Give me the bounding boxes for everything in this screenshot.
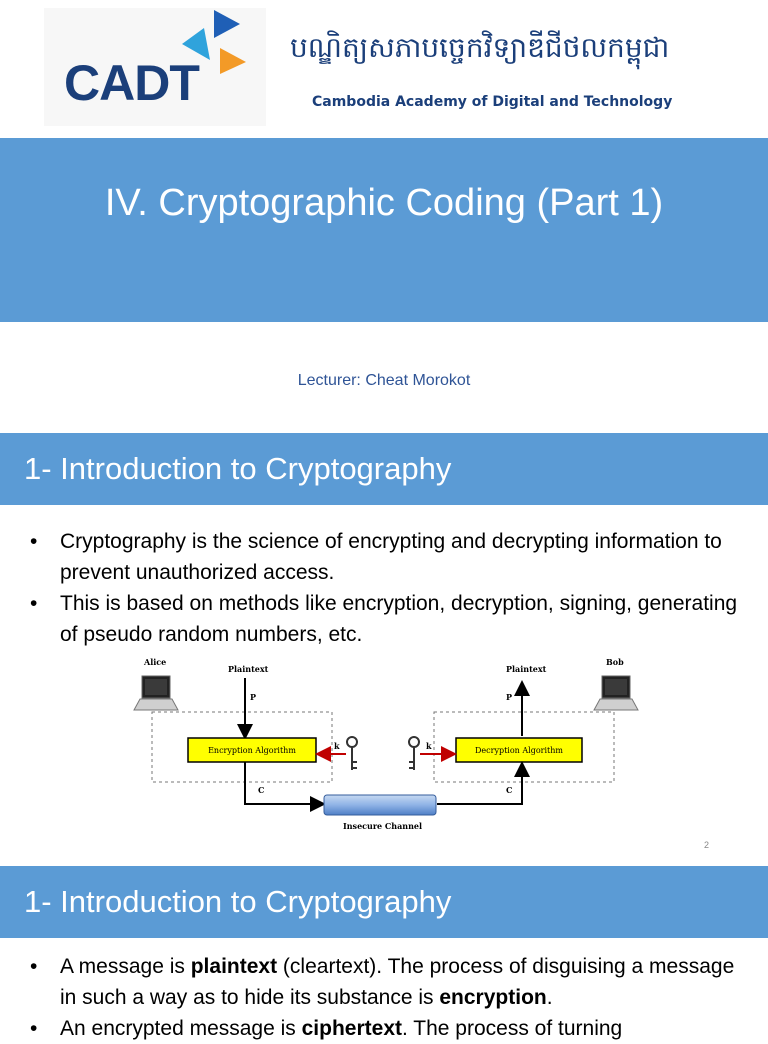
- encryption-label: Encryption Algorithm: [208, 746, 296, 755]
- ciphertext-in-arrow: [437, 761, 530, 805]
- decryption-algorithm-box: [455, 737, 583, 763]
- plaintext-left-label: Plaintext: [228, 664, 269, 674]
- term-ciphertext: ciphertext: [301, 1017, 402, 1040]
- institution-english-name: Cambodia Academy of Digital and Technolo…: [312, 94, 673, 110]
- bullet-list: Cryptography is the science of encryptin…: [28, 526, 748, 650]
- c-left-label: C: [258, 785, 264, 795]
- p-right-label: P: [506, 692, 512, 702]
- term-plaintext: plaintext: [190, 955, 278, 978]
- bullet-list: A message is plaintext (cleartext). The …: [28, 951, 748, 1044]
- alice-computer-icon: [133, 675, 179, 711]
- list-item: Cryptography is the science of encryptin…: [28, 526, 748, 588]
- key-left-icon: [346, 736, 358, 770]
- institution-khmer-name: បណ្ឌិត្យសភាបច្ចេកវិទ្យាឌីជីថលកម្ពុជា: [290, 31, 670, 64]
- ciphertext-out-arrow: [244, 762, 326, 812]
- plaintext-right-label: Plaintext: [506, 664, 547, 674]
- c-right-label: C: [506, 785, 512, 795]
- bob-boundary: [433, 711, 615, 783]
- channel-label: Insecure Channel: [343, 821, 422, 831]
- section-header: 1- Introduction to Cryptography: [0, 866, 768, 938]
- section-title: 1- Introduction to Cryptography: [24, 884, 452, 919]
- k-left-label: k: [334, 741, 340, 751]
- logo-text: CADT: [64, 55, 200, 111]
- bob-computer-icon: [593, 675, 639, 711]
- section-header: 1- Introduction to Cryptography: [0, 433, 768, 505]
- encryption-algorithm-box: [187, 737, 317, 763]
- decryption-label: Decryption Algorithm: [475, 746, 563, 755]
- term-encryption: encryption: [439, 986, 547, 1009]
- alice-label: Alice: [143, 657, 166, 667]
- slide-title: IV. Cryptographic Coding (Part 1): [104, 182, 664, 224]
- crypto-diagram: Alice Bob Plaintext Plaintext P P Encryp…: [133, 657, 639, 831]
- insecure-channel-pipe: [323, 794, 437, 816]
- lecturer-name: Lecturer: Cheat Morokot: [297, 372, 471, 389]
- title-band: IV. Cryptographic Coding (Part 1): [0, 138, 768, 322]
- page-number: 2: [704, 840, 710, 850]
- k-right-label: k: [426, 741, 432, 751]
- list-item: An encrypted message is ciphertext. The …: [28, 1013, 748, 1044]
- logo-arrows-icon: [182, 10, 246, 74]
- cadt-logo: CADT: [44, 8, 266, 126]
- section-title: 1- Introduction to Cryptography: [24, 451, 452, 486]
- list-item: A message is plaintext (cleartext). The …: [28, 951, 748, 1013]
- bob-label: Bob: [606, 657, 624, 667]
- p-left-label: P: [250, 692, 256, 702]
- alice-boundary: [151, 711, 333, 783]
- list-item: This is based on methods like encryption…: [28, 588, 748, 650]
- key-right-icon: [408, 736, 420, 770]
